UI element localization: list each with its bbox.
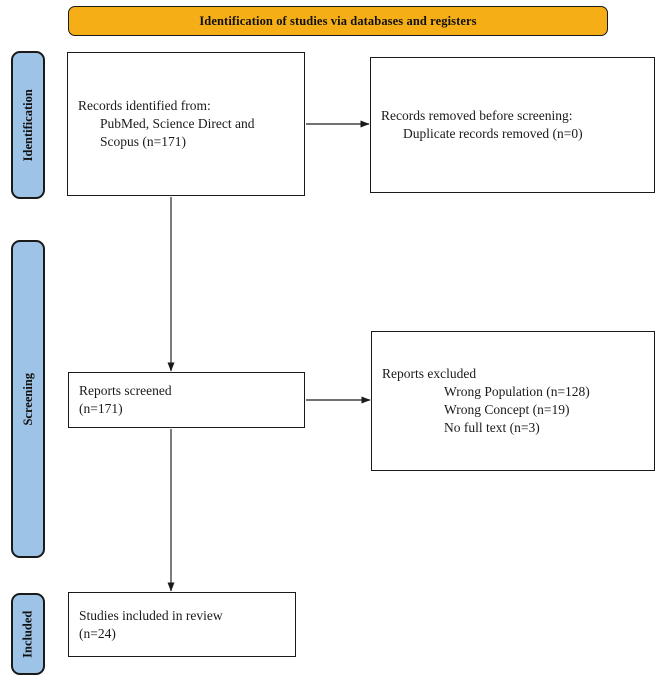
box-studies-included-line-1: Studies included in review <box>79 607 223 623</box>
box-records-identified-line-1: Records identified from: <box>78 98 211 114</box>
stage-label-screening-text: Screening <box>20 372 35 426</box>
box-reports-excluded: Reports excluded Wrong Population (n=128… <box>371 331 655 471</box>
box-records-identified: Records identified from: PubMed, Science… <box>67 52 305 196</box>
box-records-removed-content: Records removed before screening: Duplic… <box>371 107 654 143</box>
box-reports-excluded-content: Reports excluded Wrong Population (n=128… <box>372 365 654 437</box>
stage-label-identification-text: Identification <box>20 88 35 162</box>
box-reports-excluded-line-1: Reports excluded <box>382 366 477 382</box>
box-studies-included-content: Studies included in review (n=24) <box>69 607 295 643</box>
box-reports-screened-line-1: Reports screened <box>79 383 172 399</box>
box-records-removed-line-2: Duplicate records removed (n=0) <box>403 126 583 141</box>
box-reports-screened: Reports screened (n=171) <box>68 372 305 428</box>
box-records-removed-line-1: Records removed before screening: <box>381 108 573 124</box>
box-records-identified-content: Records identified from: PubMed, Science… <box>68 97 304 151</box>
box-records-identified-line-2: PubMed, Science Direct and <box>100 116 255 132</box>
box-studies-included-line-2: (n=24) <box>79 625 116 641</box>
box-reports-excluded-line-3: Wrong Concept (n=19) <box>444 402 570 417</box>
stage-label-screening: Screening <box>11 240 45 558</box>
diagram-title-banner: Identification of studies via databases … <box>68 6 608 36</box>
stage-label-identification: Identification <box>11 51 45 199</box>
box-records-identified-line-3: Scopus (n=171) <box>100 133 186 149</box>
diagram-title: Identification of studies via databases … <box>199 13 477 28</box>
stage-label-included: Included <box>11 593 45 675</box>
box-reports-excluded-line-4: No full text (n=3) <box>444 419 540 435</box>
stage-label-included-text: Included <box>20 610 35 658</box>
box-reports-excluded-line-2: Wrong Population (n=128) <box>444 384 590 400</box>
box-reports-screened-content: Reports screened (n=171) <box>69 382 304 418</box>
box-studies-included: Studies included in review (n=24) <box>68 592 296 657</box>
box-reports-screened-line-2: (n=171) <box>79 401 123 416</box>
box-records-removed: Records removed before screening: Duplic… <box>370 57 655 193</box>
